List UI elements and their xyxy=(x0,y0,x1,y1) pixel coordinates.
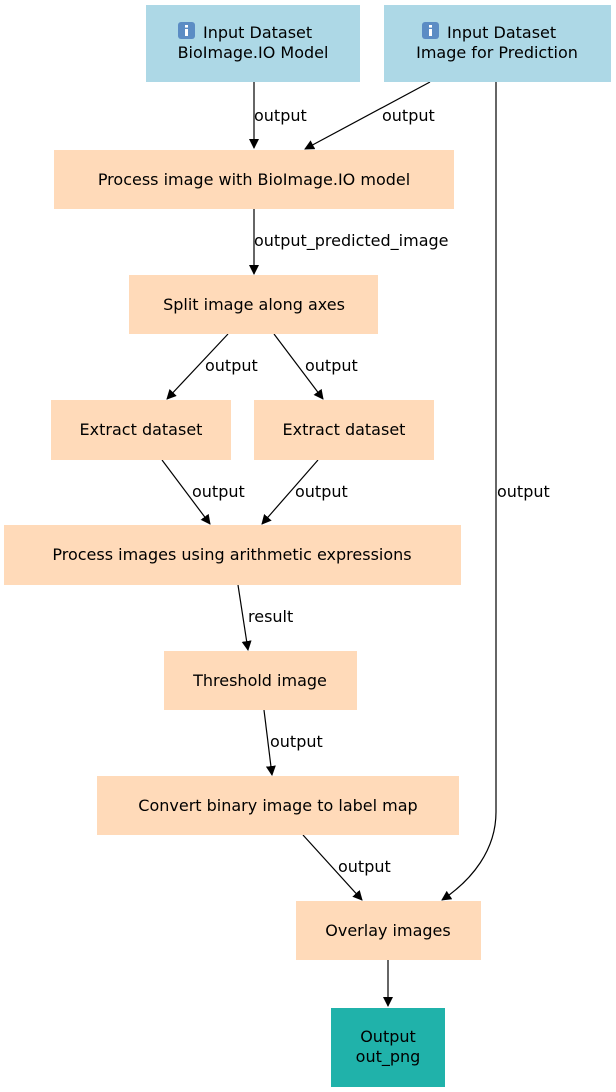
node-extract-dataset-1[interactable]: Extract dataset xyxy=(51,400,231,460)
edges xyxy=(161,81,497,1007)
node-label: Split image along axes xyxy=(163,295,345,314)
node-label: Overlay images xyxy=(325,921,450,940)
edge-label: output xyxy=(338,857,391,876)
edge-label: output xyxy=(497,482,550,501)
node-label: Extract dataset xyxy=(283,420,406,439)
edge-arith-to-threshold xyxy=(237,584,252,651)
node-input-model[interactable]: Input Dataset BioImage.IO Model xyxy=(146,5,360,82)
edge-extract2-to-arith xyxy=(261,459,319,525)
node-subtitle: out_png xyxy=(356,1047,421,1067)
node-title: Input Dataset xyxy=(203,23,312,42)
node-input-image[interactable]: Input Dataset Image for Prediction xyxy=(384,5,611,82)
edge-label: output xyxy=(382,106,435,125)
edge-image-to-overlay xyxy=(441,82,497,901)
edge-label: output xyxy=(254,106,307,125)
edge-split-to-extract2 xyxy=(273,333,324,400)
info-icon xyxy=(422,22,439,39)
edge-labels: output output output_predicted_image out… xyxy=(192,106,550,876)
node-title: Output xyxy=(360,1027,416,1046)
node-subtitle: Image for Prediction xyxy=(416,43,578,62)
node-arithmetic-expressions[interactable]: Process images using arithmetic expressi… xyxy=(4,525,461,585)
edge-label: output xyxy=(192,482,245,501)
edge-label: result xyxy=(248,607,293,626)
node-label: Threshold image xyxy=(192,671,327,690)
edge-label: output xyxy=(270,732,323,751)
node-label: Convert binary image to label map xyxy=(138,796,417,815)
node-label: Extract dataset xyxy=(80,420,203,439)
node-extract-dataset-2[interactable]: Extract dataset xyxy=(254,400,434,460)
info-icon xyxy=(178,22,195,39)
node-overlay-images[interactable]: Overlay images xyxy=(296,901,481,960)
edge-label: output_predicted_image xyxy=(254,231,449,251)
edge-threshold-to-convert xyxy=(263,709,276,776)
edge-split-to-extract1 xyxy=(166,333,229,400)
edge-label: output xyxy=(305,356,358,375)
node-title: Input Dataset xyxy=(447,23,556,42)
node-label: Process images using arithmetic expressi… xyxy=(52,545,411,564)
node-split-axes[interactable]: Split image along axes xyxy=(129,275,378,334)
node-output-png[interactable]: Output out_png xyxy=(331,1008,445,1087)
edge-label: output xyxy=(205,356,258,375)
node-subtitle: BioImage.IO Model xyxy=(178,43,329,62)
node-label: Process image with BioImage.IO model xyxy=(98,170,410,189)
edge-extract1-to-arith xyxy=(161,459,211,525)
edge-image-to-process xyxy=(304,81,431,150)
node-convert-label-map[interactable]: Convert binary image to label map xyxy=(97,776,459,835)
node-process-bioimage[interactable]: Process image with BioImage.IO model xyxy=(54,150,454,209)
edge-convert-to-overlay xyxy=(302,834,363,901)
node-threshold-image[interactable]: Threshold image xyxy=(164,651,357,710)
edge-label: output xyxy=(295,482,348,501)
